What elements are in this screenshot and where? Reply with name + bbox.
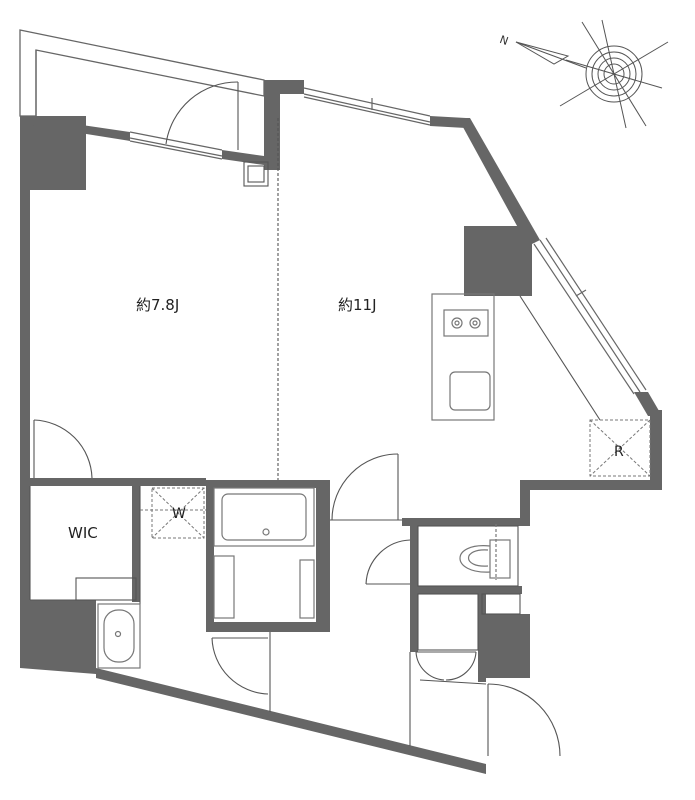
refrigerator-space xyxy=(589,419,651,477)
toilet xyxy=(459,524,511,580)
compass-north-label: N xyxy=(498,33,510,48)
compass xyxy=(515,19,669,129)
western-room-label: 約7.8J xyxy=(136,296,179,314)
walls xyxy=(20,80,662,774)
wic-label: WIC xyxy=(68,524,98,542)
windows xyxy=(129,87,647,395)
washbasin xyxy=(97,603,141,669)
interior-lines xyxy=(29,81,601,757)
washer-space xyxy=(140,487,206,539)
washer-label: W xyxy=(172,506,186,522)
balcony xyxy=(19,29,265,117)
refrigerator-label: R xyxy=(614,444,624,460)
kitchen-counter xyxy=(431,293,495,421)
ldk-label: 約11J xyxy=(338,296,377,314)
bathtub xyxy=(213,487,315,619)
